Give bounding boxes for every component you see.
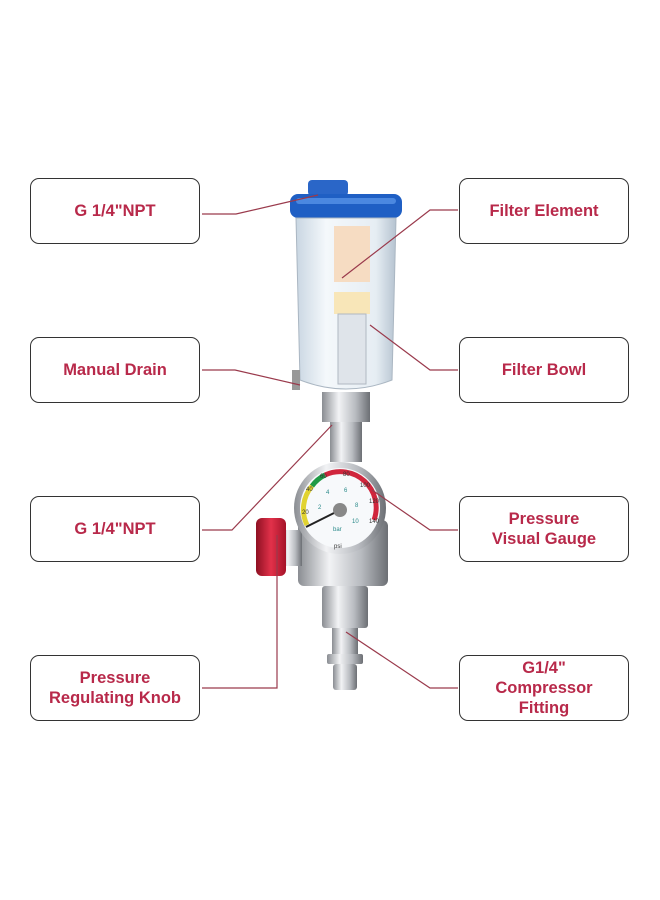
callout-lower-left-npt: G 1/4"NPT <box>30 496 200 562</box>
gauge-psi-20: 20 <box>302 510 309 516</box>
callout-pressure-gauge: Pressure Visual Gauge <box>459 496 629 562</box>
callout-label: Filter Bowl <box>501 361 587 379</box>
callout-manual-drain: Manual Drain <box>30 337 200 403</box>
callout-label: Pressure Visual Gauge <box>491 510 597 548</box>
callout-regulating-knob: Pressure Regulating Knob <box>30 655 200 721</box>
gauge-bar-6: 6 <box>344 488 348 494</box>
gauge-psi-60: 60 <box>320 474 327 480</box>
gauge-bar-4: 4 <box>326 490 330 496</box>
callout-filter-element: Filter Element <box>459 178 629 244</box>
gauge-psi-80: 80 <box>343 472 350 478</box>
filter-bowl <box>292 217 397 390</box>
callout-label: Filter Element <box>489 202 599 220</box>
gauge-psi-100: 100 <box>360 483 371 489</box>
gauge-psi-unit: psi <box>334 544 342 550</box>
callout-filter-bowl: Filter Bowl <box>459 337 629 403</box>
compressor-fitting <box>322 586 368 690</box>
callout-label: G 1/4"NPT <box>74 520 156 538</box>
callout-label: Manual Drain <box>63 361 167 379</box>
callout-compressor-fitting: G1/4" Compressor Fitting <box>459 655 629 721</box>
gauge-bar-10: 10 <box>352 519 359 525</box>
filter-cap <box>290 180 402 218</box>
callout-label: Pressure Regulating Knob <box>49 669 181 707</box>
callout-label: G1/4" Compressor Fitting <box>495 659 593 717</box>
leader-lines <box>202 194 458 689</box>
manual-drain <box>292 370 300 390</box>
gauge-bar-unit: bar <box>333 527 342 533</box>
gauge-bar-8: 8 <box>355 503 359 509</box>
gauge-psi-120: 120 <box>369 499 380 505</box>
gauge-bar-2: 2 <box>318 505 322 511</box>
callout-top-left-npt: G 1/4"NPT <box>30 178 200 244</box>
gauge-psi-40: 40 <box>306 487 313 493</box>
regulating-knob <box>256 518 302 576</box>
gauge-psi-140: 140 <box>369 519 380 525</box>
callout-label: G 1/4"NPT <box>74 202 156 220</box>
pressure-gauge: 20 40 60 80 100 120 140 2 4 6 8 10 bar p… <box>294 462 386 554</box>
filter-element <box>334 226 370 282</box>
